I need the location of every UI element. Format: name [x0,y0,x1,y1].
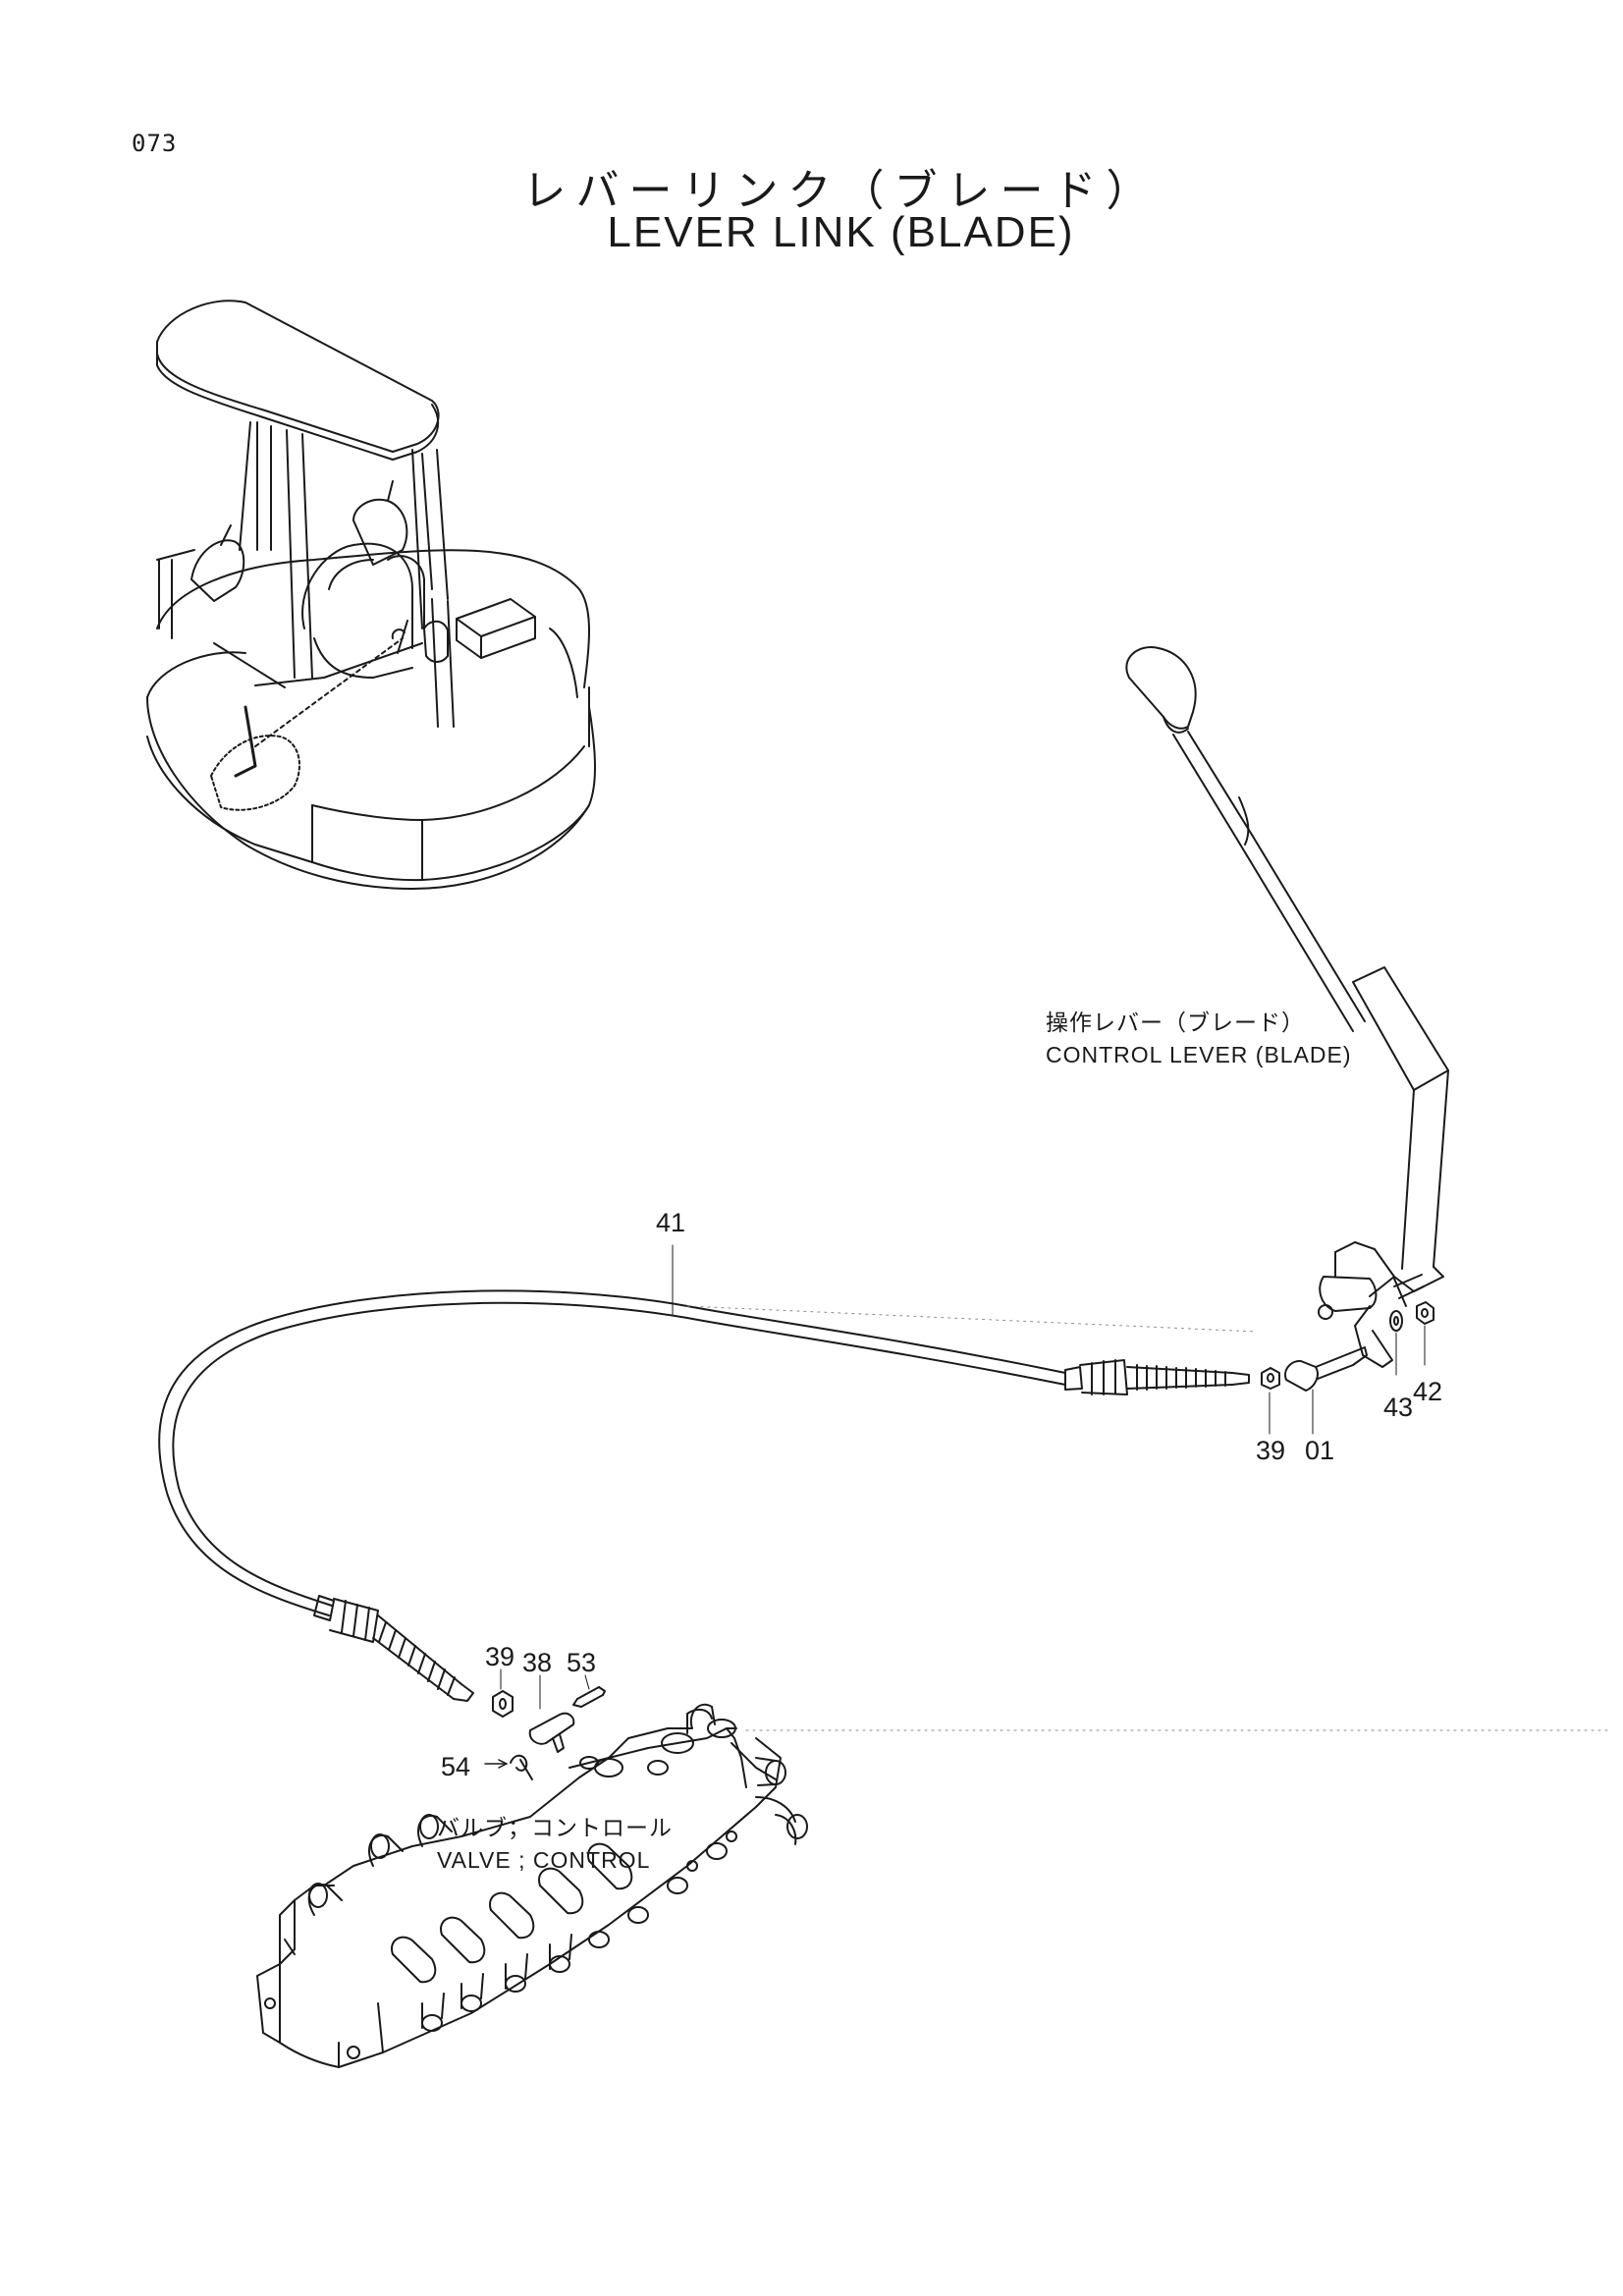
part-number-42: 42 [1413,1377,1443,1406]
part-number-01: 01 [1305,1436,1335,1465]
part-number-43: 43 [1383,1393,1414,1422]
control-valve-illustration [257,1705,807,2067]
control-valve-label-japanese: バルブ；コントロール [437,1815,673,1840]
control-lever-callout: 操作レバー（ブレード） CONTROL LEVER (BLADE) [1046,1007,1352,1071]
page-number: 073 [132,130,178,157]
machine-overview-illustration [147,301,595,889]
lower-hardware [485,1669,605,1779]
cable-assembly [159,1245,1249,1701]
part-number-53: 53 [567,1648,597,1677]
part-number-38: 38 [522,1648,553,1677]
page-title-english: LEVER LINK (BLADE) [607,208,1075,256]
page-title-japanese: レバーリンク（ブレード） [522,166,1160,216]
upper-hardware [1262,1302,1434,1434]
control-lever-illustration [1126,647,1448,1367]
control-lever-label-english: CONTROL LEVER (BLADE) [1046,1042,1352,1067]
part-number-39-upper: 39 [1256,1436,1286,1465]
part-number-54: 54 [441,1752,471,1781]
control-lever-label-japanese: 操作レバー（ブレード） [1046,1010,1305,1035]
part-number-39-lower: 39 [485,1642,515,1671]
part-number-41: 41 [656,1208,686,1237]
